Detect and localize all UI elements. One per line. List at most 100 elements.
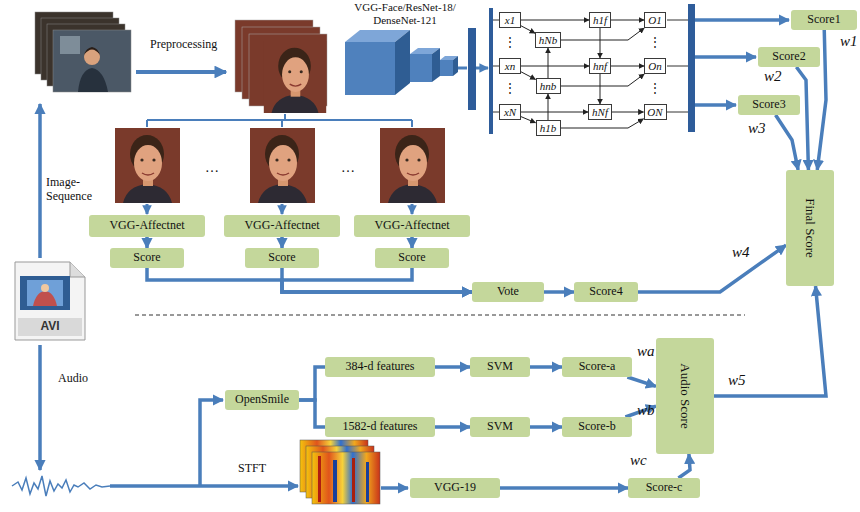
connector: [299, 400, 325, 427]
process-arrow: [381, 486, 408, 490]
frame: [53, 30, 131, 92]
connector: [435, 425, 470, 429]
cnn-face: [410, 54, 432, 82]
lstm-cell: hNb: [535, 32, 561, 48]
process-arrow: [411, 204, 414, 214]
score-box: Score4: [574, 282, 638, 302]
score-box: Score-a: [562, 357, 632, 377]
node-text: hnf: [593, 60, 607, 72]
feature-bar: [468, 28, 476, 110]
lstm-cell: hnb: [536, 78, 561, 94]
spectrogram-streak: [352, 458, 355, 502]
connector: [521, 112, 588, 113]
frame-person: [84, 47, 100, 55]
weight-label: w5: [728, 372, 746, 389]
face-image: [115, 128, 180, 203]
node-text: Score4: [589, 285, 622, 298]
connector: [678, 454, 690, 478]
connector: [521, 26, 535, 33]
cnn-block: [345, 30, 458, 95]
connector: [521, 66, 589, 67]
connector: [638, 245, 786, 292]
connector: [147, 268, 472, 292]
score-box: Score-b: [562, 417, 632, 437]
sequence-bracket: [147, 114, 412, 127]
cnn-face: [395, 30, 410, 95]
connector: [521, 117, 536, 123]
process-box: OpenSmile: [225, 390, 299, 410]
process-arrow: [136, 70, 226, 74]
node-text: VGG-19: [434, 481, 476, 494]
connector: [796, 67, 808, 170]
connector: [530, 365, 562, 369]
ellipsis: …: [341, 160, 355, 176]
node-text: Vote: [497, 285, 519, 298]
film-strip: [20, 276, 70, 310]
node-text: hnb: [540, 80, 557, 92]
node-text: hNb: [539, 34, 557, 46]
output-stub: [667, 20, 688, 112]
process-arrow: [146, 204, 149, 214]
frame-person: [78, 68, 108, 92]
connector: [435, 365, 470, 369]
score-box: Score1: [791, 10, 857, 30]
node-text: VGG-Affectnet: [244, 219, 319, 232]
weight-label: w4: [732, 244, 750, 261]
node-text: xn: [505, 60, 515, 72]
process-arrow: [476, 67, 488, 70]
lstm-cell: h1b: [536, 120, 561, 136]
connector: [561, 28, 644, 40]
vertical-ellipsis: ⋮: [649, 82, 661, 96]
step-label: Preprocessing: [150, 38, 217, 52]
lstm-cell: xn: [499, 58, 521, 74]
process-box: Vote: [472, 282, 544, 302]
connector: [544, 290, 574, 294]
connector: [561, 74, 645, 86]
film-image: [33, 291, 57, 306]
connector: [530, 425, 562, 429]
node-text: x1: [505, 14, 515, 26]
face-image: [250, 128, 315, 203]
feature-bar: [688, 4, 695, 132]
process-arrow: [695, 55, 756, 59]
model-box: VGG-Affectnet: [224, 215, 340, 237]
node-text: Score3: [752, 98, 785, 111]
connector: [521, 20, 589, 21]
node-text: Final Score: [803, 198, 817, 258]
lstm-cell: x1: [499, 12, 521, 28]
cnn-face: [453, 56, 458, 76]
audio-waveform: [12, 476, 110, 496]
connector: [282, 268, 472, 292]
node-text: Score-b: [578, 420, 615, 433]
process-arrow: [695, 18, 789, 22]
spectrogram: [312, 452, 380, 504]
vertical-ellipsis: ⋮: [649, 36, 661, 50]
connector: [611, 66, 644, 67]
video-frames: [35, 12, 131, 92]
weight-label: wa: [637, 343, 655, 360]
connector: [548, 94, 549, 120]
cnn-face: [432, 48, 440, 82]
lstm-cell: O1: [644, 12, 666, 28]
connector: [548, 48, 549, 78]
model-box: SVM: [470, 417, 530, 437]
file-type: AVI: [41, 320, 60, 334]
weight-label: w3: [748, 120, 766, 137]
lstm-cell: hNf: [588, 104, 612, 120]
connector: [500, 486, 628, 490]
vertical-ellipsis: ⋮: [504, 82, 516, 96]
connector: [611, 20, 644, 21]
connector: [521, 72, 536, 80]
score-box: Score3: [738, 95, 800, 115]
process-arrow: [281, 204, 284, 214]
weight-label: w1: [840, 33, 858, 50]
face-image: [380, 128, 445, 203]
node-text: Score2: [772, 50, 805, 63]
node-text: xN: [504, 106, 516, 118]
fusion-box: Audio Score: [656, 338, 714, 454]
frame-window: [60, 36, 80, 54]
weight-label: wb: [637, 402, 655, 419]
ellipsis: …: [205, 160, 219, 176]
process-arrow: [110, 484, 298, 488]
connector: [627, 377, 656, 386]
